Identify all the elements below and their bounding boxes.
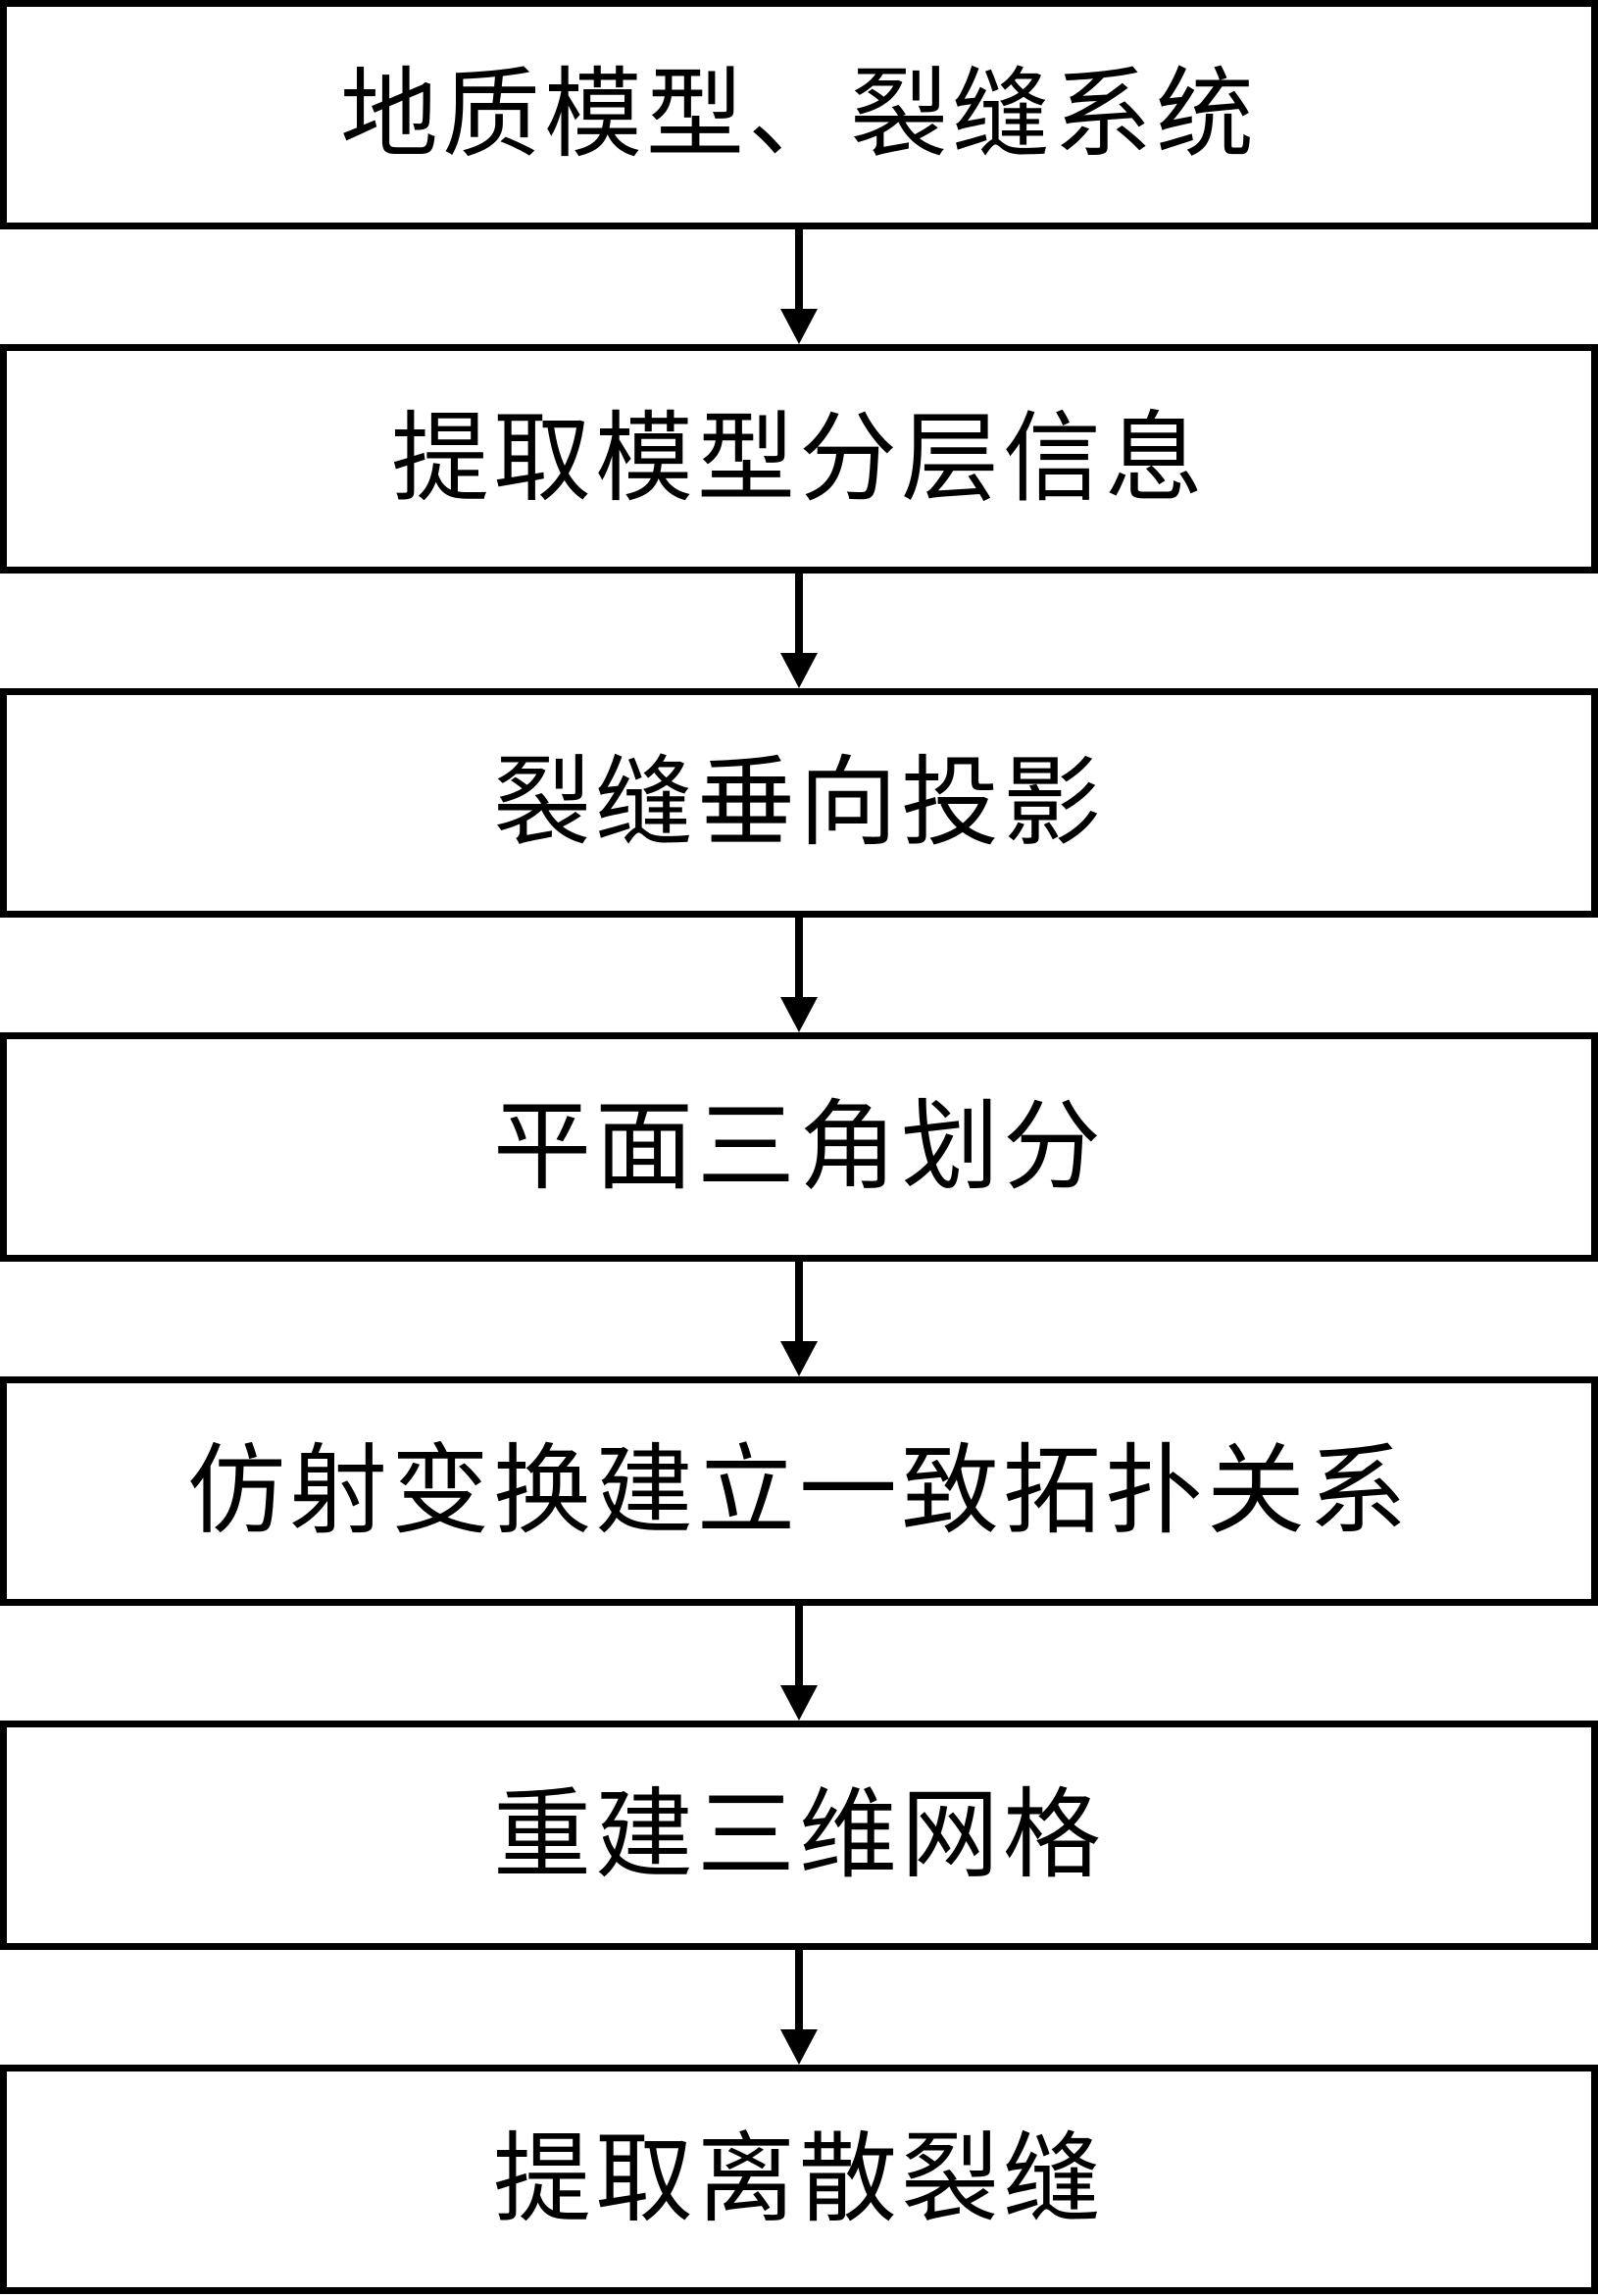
arrow-line bbox=[795, 1606, 803, 1686]
arrow-line bbox=[795, 1262, 803, 1342]
flow-step-7: 提取离散裂缝 bbox=[0, 2065, 1598, 2294]
flow-step-5-label: 仿射变换建立一致拓扑关系 bbox=[187, 1433, 1411, 1548]
flow-step-3-label: 裂缝垂向投影 bbox=[493, 745, 1105, 860]
arrow-down-4 bbox=[0, 1262, 1598, 1376]
arrow-down-3 bbox=[0, 918, 1598, 1032]
flow-step-4-label: 平面三角划分 bbox=[493, 1089, 1105, 1204]
arrow-head-icon bbox=[780, 997, 818, 1032]
flow-step-7-label: 提取离散裂缝 bbox=[493, 2121, 1105, 2236]
arrow-line bbox=[795, 574, 803, 654]
arrow-down-6 bbox=[0, 1950, 1598, 2065]
flow-step-4: 平面三角划分 bbox=[0, 1032, 1598, 1262]
flow-step-2: 提取模型分层信息 bbox=[0, 344, 1598, 574]
arrow-down-1 bbox=[0, 229, 1598, 344]
flow-step-1-label: 地质模型、裂缝系统 bbox=[340, 57, 1258, 172]
flow-step-6-label: 重建三维网格 bbox=[493, 1777, 1105, 1892]
flow-step-3: 裂缝垂向投影 bbox=[0, 688, 1598, 918]
arrow-line bbox=[795, 229, 803, 310]
arrow-down-2 bbox=[0, 574, 1598, 688]
arrow-head-icon bbox=[780, 1685, 818, 1721]
arrow-line bbox=[795, 1950, 803, 2030]
arrow-head-icon bbox=[780, 1341, 818, 1376]
flow-step-6: 重建三维网格 bbox=[0, 1721, 1598, 1950]
arrow-down-5 bbox=[0, 1606, 1598, 1721]
arrow-head-icon bbox=[780, 2029, 818, 2065]
flow-step-5: 仿射变换建立一致拓扑关系 bbox=[0, 1376, 1598, 1606]
arrow-head-icon bbox=[780, 653, 818, 688]
flow-step-2-label: 提取模型分层信息 bbox=[391, 401, 1207, 516]
arrow-head-icon bbox=[780, 309, 818, 344]
arrow-line bbox=[795, 918, 803, 998]
flow-step-1: 地质模型、裂缝系统 bbox=[0, 0, 1598, 229]
